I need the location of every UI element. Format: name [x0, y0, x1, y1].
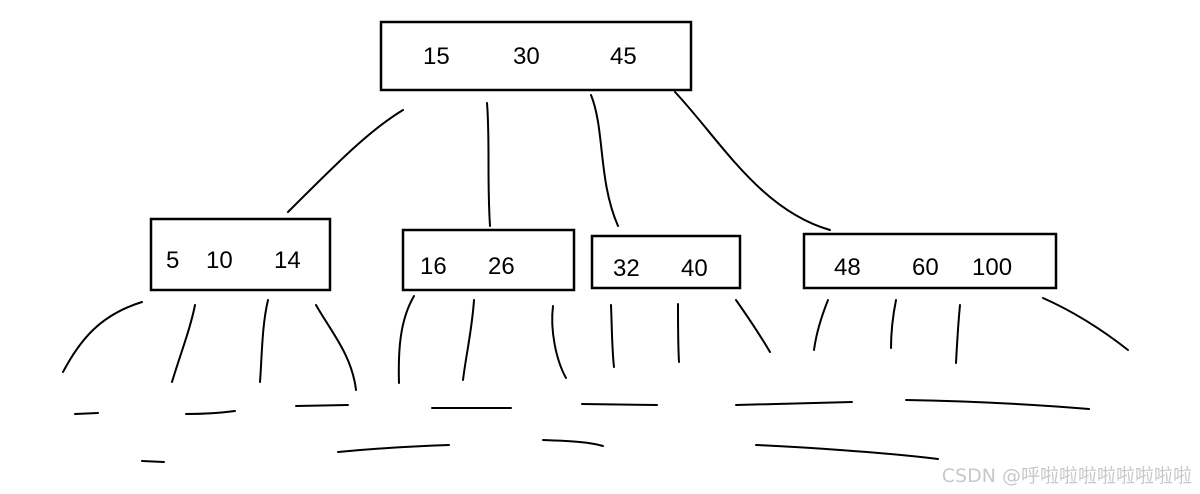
- node-key: 5: [166, 247, 179, 274]
- node-key: 100: [972, 254, 1012, 281]
- child-node-3: 32 40: [590, 234, 742, 290]
- node-key: 14: [274, 247, 301, 274]
- root-node: 15 30 45: [379, 20, 693, 92]
- node-key: 40: [681, 255, 708, 282]
- node-key: 48: [834, 254, 861, 281]
- node-key: 10: [206, 247, 233, 274]
- child-node-4: 48 60 100: [802, 232, 1058, 290]
- node-key: 26: [488, 253, 515, 280]
- leaf-edges: [62, 295, 1129, 391]
- node-key: 32: [613, 255, 640, 282]
- root-key: 30: [513, 43, 540, 70]
- watermark: CSDN @呼啦啦啦啦啦啦啦啦: [941, 465, 1192, 487]
- edges: [287, 91, 831, 231]
- child-node-1: 5 10 14: [149, 217, 332, 292]
- root-key: 45: [610, 43, 637, 70]
- node-key: 60: [912, 254, 939, 281]
- root-key: 15: [423, 43, 450, 70]
- leaf-placeholders: [74, 399, 1090, 463]
- child-node-2: 16 26: [401, 228, 576, 292]
- node-key: 16: [420, 253, 447, 280]
